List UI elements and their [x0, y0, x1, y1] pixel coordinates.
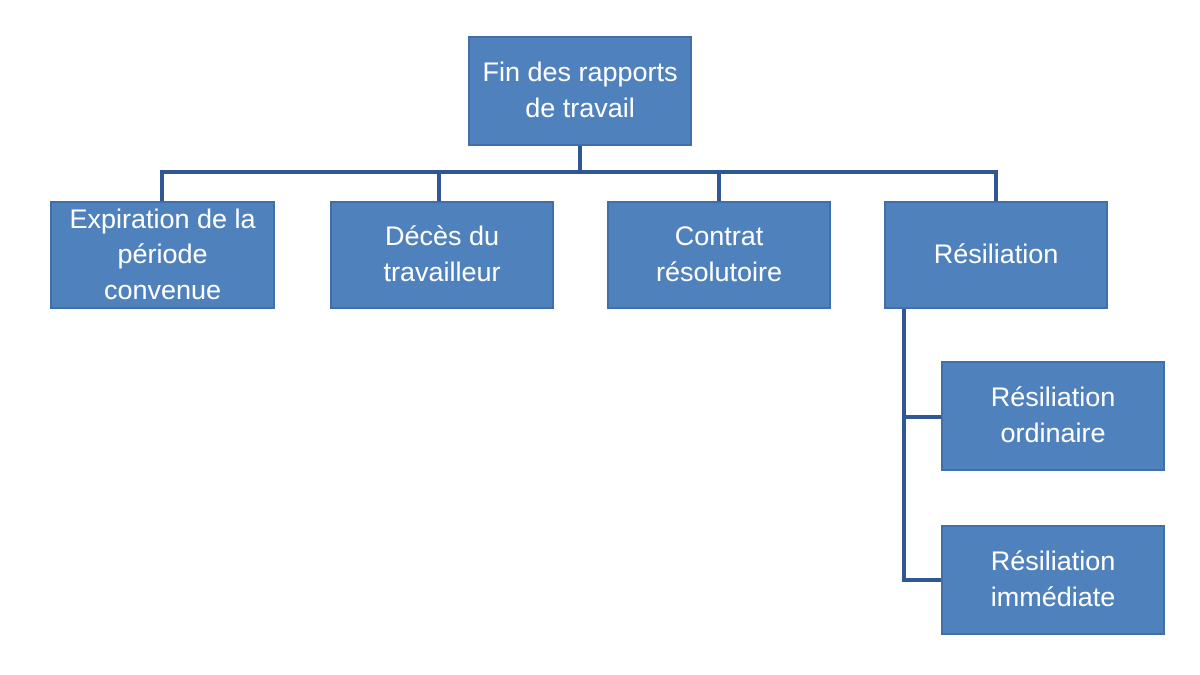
connector-root-stem — [578, 146, 582, 174]
connector-drop-expiration — [160, 170, 164, 202]
node-resiliation-ordinaire: Résiliation ordinaire — [941, 361, 1165, 471]
node-label: Décès du travailleur — [383, 221, 501, 287]
connector-branch-ordinaire — [902, 415, 941, 419]
node-label: Résiliation — [933, 239, 1059, 270]
connector-branch-immediate — [902, 578, 941, 582]
connector-main-horizontal — [160, 170, 998, 174]
connector-drop-resiliation — [994, 170, 998, 202]
connector-resiliation-stem — [902, 309, 906, 582]
node-label: Résiliation immédiate — [990, 546, 1116, 612]
node-fin-des-rapports: Fin des rapports de travail — [468, 36, 692, 146]
node-deces-travailleur: Décès du travailleur — [330, 201, 554, 309]
connector-drop-contrat — [717, 170, 721, 202]
node-label: Contrat résolutoire — [655, 221, 783, 287]
node-resiliation: Résiliation — [884, 201, 1108, 309]
node-contrat-resolutoire: Contrat résolutoire — [607, 201, 831, 309]
node-label: Résiliation ordinaire — [990, 382, 1116, 448]
connector-drop-deces — [437, 170, 441, 202]
node-label: Expiration de la période convenue — [69, 203, 256, 305]
node-label: Fin des rapports de travail — [482, 57, 678, 123]
node-resiliation-immediate: Résiliation immédiate — [941, 525, 1165, 635]
node-expiration-periode: Expiration de la période convenue — [50, 201, 275, 309]
